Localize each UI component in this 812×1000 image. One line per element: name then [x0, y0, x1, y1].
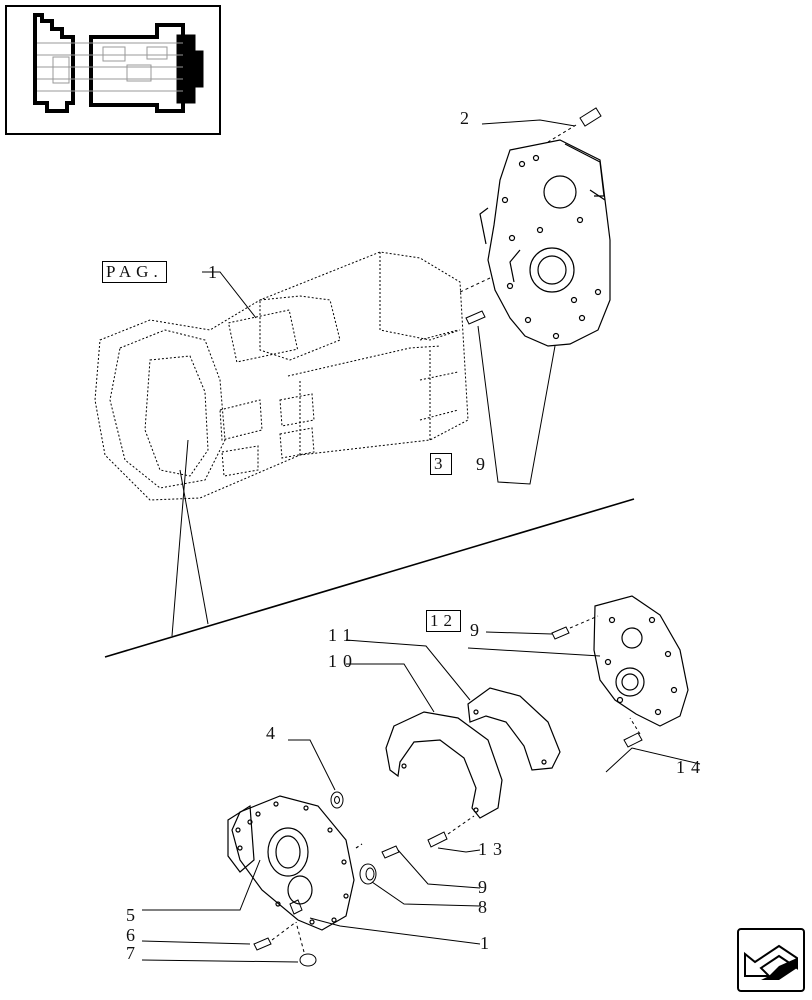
leader-9-lower — [397, 849, 481, 889]
reference-box-12-label: 12 — [430, 611, 457, 630]
leader-pag — [202, 271, 257, 319]
screw-2 — [547, 107, 602, 143]
reference-box-3[interactable]: 3 — [430, 453, 452, 475]
side-cover-12 — [593, 595, 689, 727]
leader-11 — [345, 639, 471, 701]
screw-13 — [427, 815, 475, 848]
seal-8 — [359, 863, 377, 885]
leader-8 — [371, 881, 481, 907]
leader-7 — [141, 959, 299, 963]
pin-9-upper — [457, 277, 491, 325]
callout-13: 13 — [478, 839, 508, 859]
leader-2 — [481, 119, 576, 127]
callout-2: 2 — [460, 108, 475, 128]
reference-box-3-item: 9 — [476, 454, 491, 474]
pin-9-right — [551, 615, 599, 640]
leader-12-9 — [485, 631, 553, 635]
leader-3-9 — [477, 325, 556, 485]
callout-8: 8 — [478, 897, 493, 917]
callout-7: 7 — [126, 943, 141, 963]
leader-12-cover — [467, 647, 601, 657]
o-ring-7 — [295, 921, 317, 967]
leader-1-lower — [309, 917, 481, 945]
pin-5 — [289, 899, 303, 915]
leader-14 — [605, 747, 701, 773]
transmission-housing — [94, 251, 469, 501]
previous-page-button[interactable] — [737, 928, 805, 992]
washer-4 — [330, 791, 344, 809]
pin-9-lower — [381, 845, 400, 859]
callout-9: 9 — [478, 877, 493, 897]
callout-14: 14 — [676, 757, 706, 777]
separator-line — [104, 498, 635, 658]
leader-10 — [346, 663, 435, 713]
locator-thumbnail — [5, 5, 221, 135]
screw-6 — [253, 921, 297, 951]
page-reference-box[interactable]: PAG. — [102, 261, 167, 283]
leader-housing-1 — [171, 439, 189, 637]
reference-box-12-item: 9 — [470, 620, 485, 640]
leader-5 — [142, 859, 261, 911]
page-reference-label: PAG. — [106, 262, 163, 281]
callout-10: 10 — [328, 651, 358, 671]
page-reference-item: 1 — [208, 262, 223, 282]
leader-6 — [141, 940, 251, 945]
transmission-thumbnail-icon — [33, 13, 204, 113]
previous-page-arrow-icon — [744, 944, 798, 980]
flange-1 — [227, 795, 363, 931]
reference-box-12[interactable]: 12 — [426, 610, 461, 632]
screw-14 — [623, 717, 643, 748]
callout-4: 4 — [266, 723, 281, 743]
leader-13 — [437, 847, 481, 853]
callout-6: 6 — [126, 925, 141, 945]
shim-10 — [385, 711, 503, 819]
callout-5: 5 — [126, 905, 141, 925]
leader-4 — [288, 739, 336, 791]
callout-11: 11 — [328, 625, 358, 645]
shim-11 — [467, 687, 561, 771]
leader-housing-2 — [179, 469, 209, 625]
reference-box-3-label: 3 — [434, 454, 448, 473]
upper-cover — [479, 139, 611, 347]
callout-1: 1 — [480, 933, 495, 953]
